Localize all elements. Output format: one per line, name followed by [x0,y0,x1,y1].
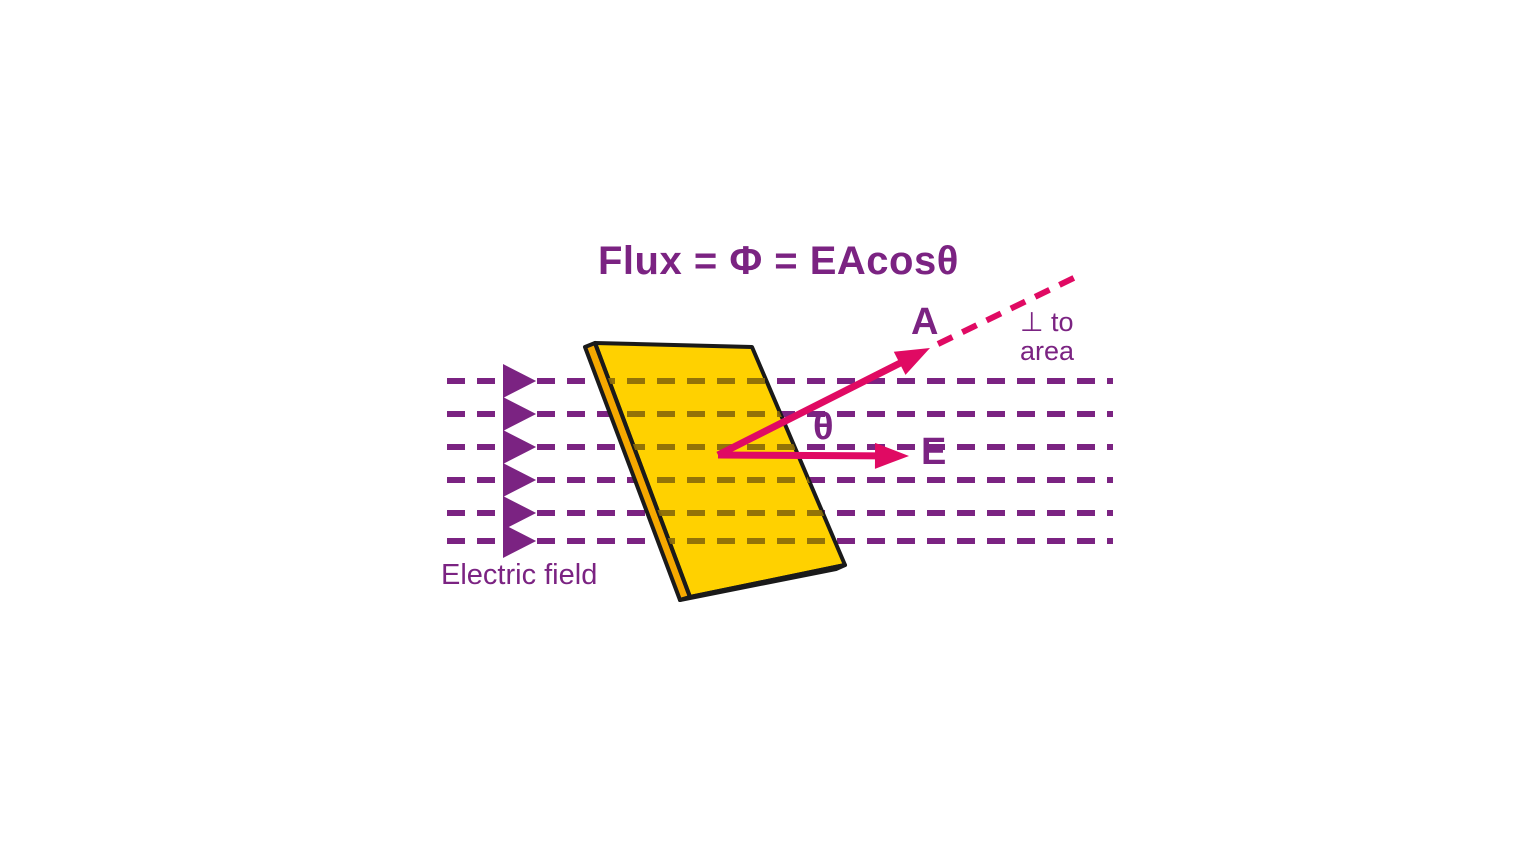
area-vector-shaft [716,357,907,459]
field-line-arrowhead [503,430,537,464]
field-line-arrowhead [503,364,537,398]
area-vector-arrowhead [893,348,930,375]
plate-front-face-fill [595,343,845,597]
field-vector-arrowhead [874,442,909,469]
area-vector-label: A [911,301,939,343]
field-line-arrowhead [503,496,537,530]
angle-theta-label: θ [813,406,834,448]
field-line-arrowhead [503,463,537,497]
vector-arrows [716,271,1084,469]
perp-note-line-1: ⊥ to [1020,307,1074,337]
field-vector-label: E [921,431,947,473]
plate-front-face [593,341,847,599]
perpendicular-to-area-note: ⊥ to area [1020,307,1075,367]
field-line-arrowhead [503,397,537,431]
page-title: Flux = Φ = EAcosθ [598,239,959,283]
electric-field-caption: Electric field [441,559,598,591]
field-vector-shaft [717,451,882,460]
plate-slab [583,341,847,602]
perp-note-line-2: area [1020,336,1075,367]
field-line-arrowhead [503,524,537,558]
